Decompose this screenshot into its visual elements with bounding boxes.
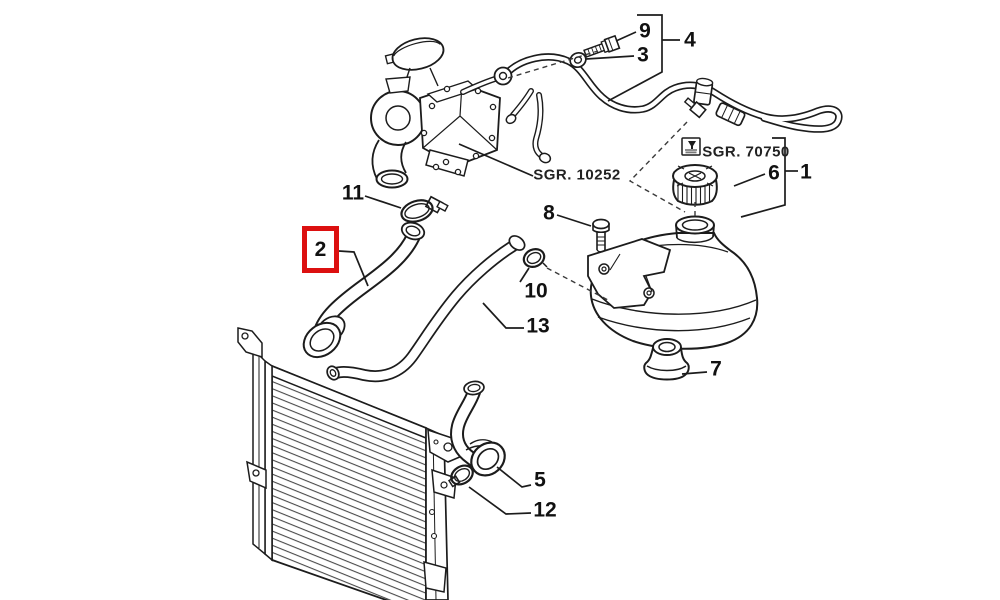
sgr-reference-turbo: SGR. 10252 <box>533 166 621 184</box>
annotations <box>338 14 798 515</box>
hose-clamp-part-11 <box>400 195 449 223</box>
hose-coupling <box>715 102 746 127</box>
callout-1[interactable]: 1 <box>800 160 812 184</box>
filler-neck <box>675 215 715 244</box>
callout-10[interactable]: 10 <box>524 279 548 303</box>
highlight-box-part-2[interactable]: 2 <box>302 226 339 273</box>
banjo-bolt-fitting <box>683 97 707 119</box>
turbocharger-assembly <box>370 37 501 189</box>
radiator <box>237 327 463 600</box>
callout-13[interactable]: 13 <box>526 314 550 338</box>
hose-clamp-part-12 <box>447 464 474 488</box>
sgr-reference-tank: SGR. 70750 <box>702 143 790 161</box>
radiator-bracket-top-left <box>237 327 263 359</box>
radiator-inlet-hose-part-2 <box>302 221 426 359</box>
expansion-tank-assembly <box>587 164 759 381</box>
assembly-axis-dashes <box>507 50 599 79</box>
callout-8[interactable]: 8 <box>543 201 555 225</box>
bolt-part-8 <box>592 218 610 253</box>
callout-9[interactable]: 9 <box>639 19 651 43</box>
callout-4[interactable]: 4 <box>684 28 696 52</box>
coolant-hose-part-5 <box>450 380 506 477</box>
callout-3[interactable]: 3 <box>637 43 649 67</box>
filler-cap-part-6 <box>672 164 718 206</box>
callout-7[interactable]: 7 <box>710 357 722 381</box>
callout-2[interactable]: 2 <box>314 238 327 261</box>
callout-5[interactable]: 5 <box>534 468 546 492</box>
callout-12[interactable]: 12 <box>533 498 557 522</box>
pipe-union-fitting <box>693 77 714 106</box>
document-reference-icon <box>681 137 701 156</box>
oil-pipe-assembly <box>493 34 843 164</box>
callout-11[interactable]: 11 <box>341 181 365 205</box>
bracket-part-4 <box>607 14 663 102</box>
grommet-part-7 <box>643 338 690 381</box>
coolant-hose-part-13 <box>326 235 526 383</box>
bolt-part-9 <box>583 34 621 58</box>
callout-6[interactable]: 6 <box>768 161 780 185</box>
radiator-foot-right <box>423 560 447 593</box>
hose-clamp-part-10 <box>522 248 548 268</box>
washer-part-3 <box>569 51 587 69</box>
